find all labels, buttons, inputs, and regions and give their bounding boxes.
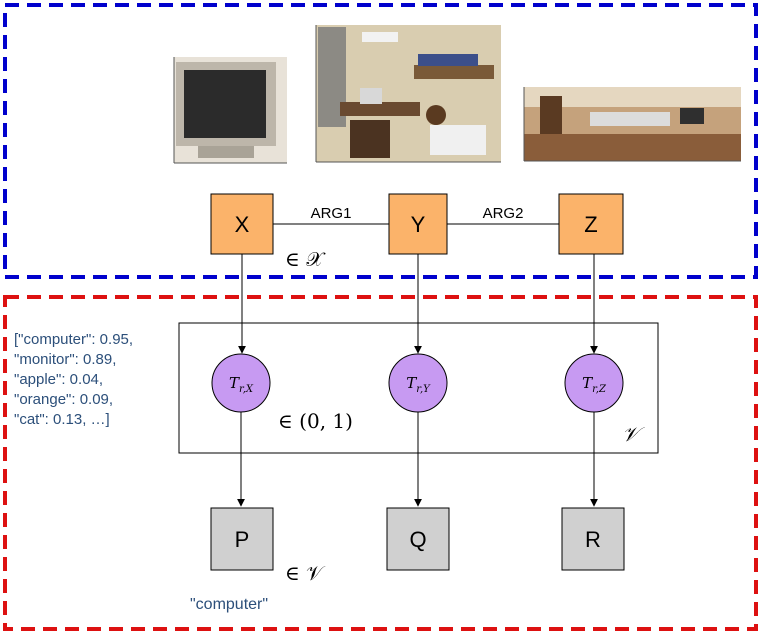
word-node-q-label: Q <box>409 527 426 552</box>
plate-vocab-label: 𝒱 <box>622 422 645 446</box>
word-node-p-label: P <box>235 527 250 552</box>
image-node-x: X <box>210 193 274 255</box>
probability-list: ["computer": 0.95, "monitor": 0.89, "app… <box>14 330 184 430</box>
image-node-z-label: Z <box>584 212 597 237</box>
image-space-label: ∈ 𝒳 <box>285 247 326 271</box>
relation-label-arg2: ARG2 <box>483 205 524 222</box>
probability-line: ["computer": 0.95, <box>14 331 134 348</box>
topic-node-tz: Tr,Z <box>564 353 624 413</box>
model-region-border <box>3 295 758 631</box>
word-space-label: ∈ 𝒱 <box>285 561 326 585</box>
image-node-y-label: Y <box>411 212 426 237</box>
unit-interval-label: ∈ (0, 1) <box>278 409 353 433</box>
probability-line: "apple": 0.04, <box>14 371 104 388</box>
topic-node-ty-base: T <box>406 374 417 392</box>
topic-node-tx: Tr,X <box>211 353 271 413</box>
topic-node-ty: Tr,Y <box>388 353 448 413</box>
word-node-r: R <box>561 507 625 571</box>
office-room-photo <box>315 25 501 163</box>
probability-line: "orange": 0.09, <box>14 391 114 408</box>
output-word-label: "computer" <box>190 596 269 613</box>
relation-label-arg1: ARG1 <box>311 205 352 222</box>
image-node-x-label: X <box>235 212 250 237</box>
desk-photo <box>523 87 741 162</box>
image-node-y: Y <box>388 193 448 255</box>
topic-node-ty-sub: r,Y <box>416 384 431 395</box>
topic-node-tz-sub: r,Z <box>592 384 607 395</box>
word-node-p: P <box>210 507 274 571</box>
svg-text:Tr,Y: Tr,Y <box>406 374 431 395</box>
monitor-photo <box>173 57 287 164</box>
topic-node-tx-base: T <box>229 374 240 392</box>
word-node-q: Q <box>386 507 450 571</box>
topic-node-tz-base: T <box>582 374 593 392</box>
topic-node-tx-sub: r,X <box>239 384 254 395</box>
probability-line: "monitor": 0.89, <box>14 351 117 368</box>
input-region-border <box>3 3 758 279</box>
probability-line: "cat": 0.13, …] <box>14 411 110 428</box>
svg-text:Tr,X: Tr,X <box>229 374 254 395</box>
image-node-z: Z <box>558 193 624 255</box>
word-node-r-label: R <box>585 527 601 552</box>
svg-text:Tr,Z: Tr,Z <box>582 374 607 395</box>
